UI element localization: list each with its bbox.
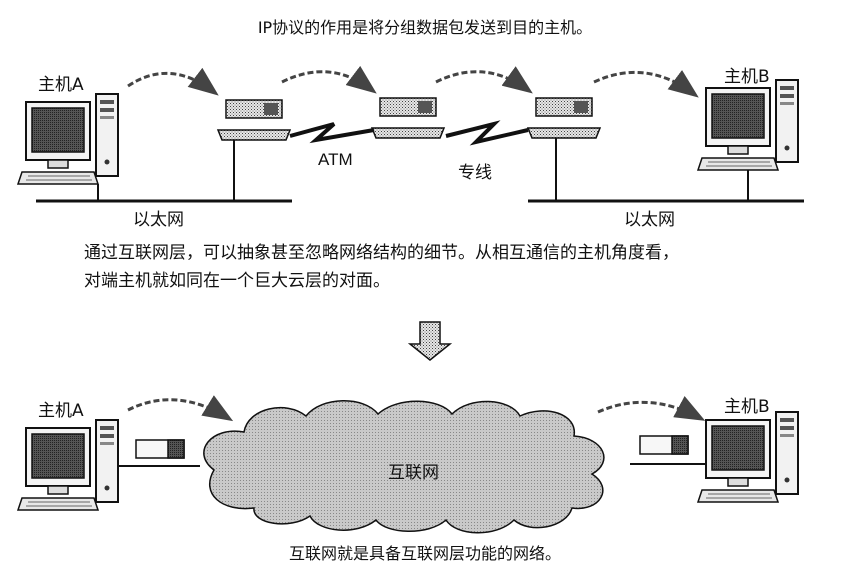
down-arrow-icon (407, 321, 453, 361)
top-network-diagram (17, 65, 804, 203)
internet-cloud-label: 互联网 (388, 463, 439, 483)
bottom-host-b-label: 主机B (724, 397, 770, 417)
bottom-host-a-computer-icon (17, 419, 119, 511)
router-2-icon (371, 97, 445, 139)
host-b-label: 主机B (724, 67, 770, 87)
arrow-4-icon (593, 70, 699, 98)
host-a-computer-icon (17, 93, 119, 185)
bottom-packet-b-icon (639, 435, 689, 455)
arrow-2-icon (281, 65, 377, 94)
arrow-1-icon (127, 67, 219, 96)
atm-link-icon (289, 122, 375, 144)
bottom-arrow-2-icon (597, 396, 706, 421)
host-b-computer-icon (697, 79, 799, 171)
ethernet-right-label: 以太网 (624, 210, 675, 230)
leased-line-label: 专线 (458, 163, 492, 183)
diagram-caption: 互联网就是具备互联网层功能的网络。 (288, 544, 561, 563)
bottom-packet-a-icon (135, 439, 185, 459)
host-a-label: 主机A (38, 75, 84, 95)
bottom-network-diagram (17, 395, 799, 534)
router-1-icon (217, 99, 291, 141)
arrow-3-icon (435, 66, 533, 94)
atm-label: ATM (318, 150, 353, 169)
router-3-icon (527, 97, 601, 139)
internet-cloud-icon (203, 400, 605, 534)
leased-line-link-icon (445, 120, 529, 146)
description-line-1: 通过互联网层，可以抽象甚至忽略网络结构的细节。从相互通信的主机角度看， (84, 243, 679, 263)
bottom-host-a-label: 主机A (38, 401, 84, 421)
diagram-title: IP协议的作用是将分组数据包发送到目的主机。 (257, 18, 593, 37)
description-line-2: 对端主机就如同在一个巨大云层的对面。 (84, 271, 390, 291)
ethernet-left-label: 以太网 (133, 210, 184, 230)
bottom-host-b-computer-icon (697, 411, 799, 503)
bottom-arrow-1-icon (127, 395, 234, 422)
